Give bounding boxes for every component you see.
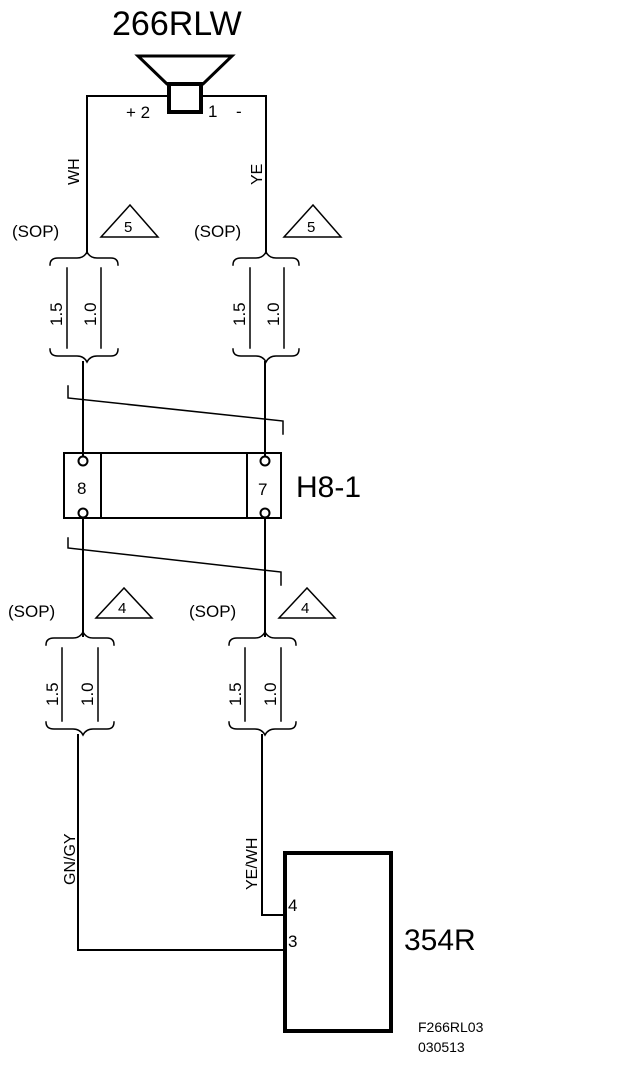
wire-speaker-right-lead [200,95,267,254]
connector-h8-1 [63,452,282,519]
sop-label-upper-left: (SOP) [12,222,59,241]
wire-speaker-left-lead [86,95,170,254]
connector-pin-right: 7 [258,480,267,499]
module-pin-bottom: 3 [288,932,297,951]
module-pin-top: 4 [288,896,297,915]
note-triangle-icon [282,203,343,238]
wire-size-brace-upper-right [232,250,300,364]
wire-to-module-pin-4 [261,734,286,916]
module-label: 354R [404,924,476,957]
connector-label: H8-1 [296,471,361,504]
wire-size-lower-right-b: 1.0 [261,682,280,706]
speaker-pin-minus-sign: - [236,102,242,121]
connector-bracket-upper [67,385,284,435]
wire-size-upper-left-a: 1.5 [47,302,66,326]
speaker-pin-plus: + 2 [126,103,150,122]
wire-color-right-lower: YE/WH [244,838,261,890]
connector-bracket-lower [67,537,282,586]
sop-label-upper-right: (SOP) [194,222,241,241]
wire-size-lower-left-b: 1.0 [78,682,97,706]
sop-label-lower-left: (SOP) [8,602,55,621]
note-triangle-icon [94,586,154,619]
note-triangle-icon [99,203,160,238]
note-triangle-icon [277,586,337,619]
connector-pin-left: 8 [77,479,86,498]
wire-color-left-lower: GN/GY [62,833,79,885]
wire-size-brace-lower-right [228,630,297,737]
drawing-code: F266RL03 [418,1019,484,1035]
speaker-label: 266RLW [112,5,242,43]
wire-size-upper-right-b: 1.0 [264,302,283,326]
wire-size-lower-left-a: 1.5 [43,682,62,706]
wire-color-right-upper: YE [249,164,266,185]
date-code: 030513 [418,1039,465,1055]
wire-to-module-pin-3 [77,734,286,951]
speaker-symbol-icon [134,54,236,114]
wire-size-upper-left-b: 1.0 [81,302,100,326]
wire-size-lower-right-a: 1.5 [226,682,245,706]
wire-size-upper-right-a: 1.5 [230,302,249,326]
speaker-pin-minus-number: 1 [208,102,217,121]
wire-size-brace-lower-left [45,630,115,737]
module-354r [283,851,393,1033]
note-number-upper-left: 5 [124,219,132,236]
wire-color-left-upper: WH [66,158,83,185]
note-number-upper-right: 5 [307,219,315,236]
note-number-lower-left: 4 [118,600,126,617]
wire-size-brace-upper-left [49,250,119,364]
sop-label-lower-right: (SOP) [189,602,236,621]
note-number-lower-right: 4 [301,600,309,617]
